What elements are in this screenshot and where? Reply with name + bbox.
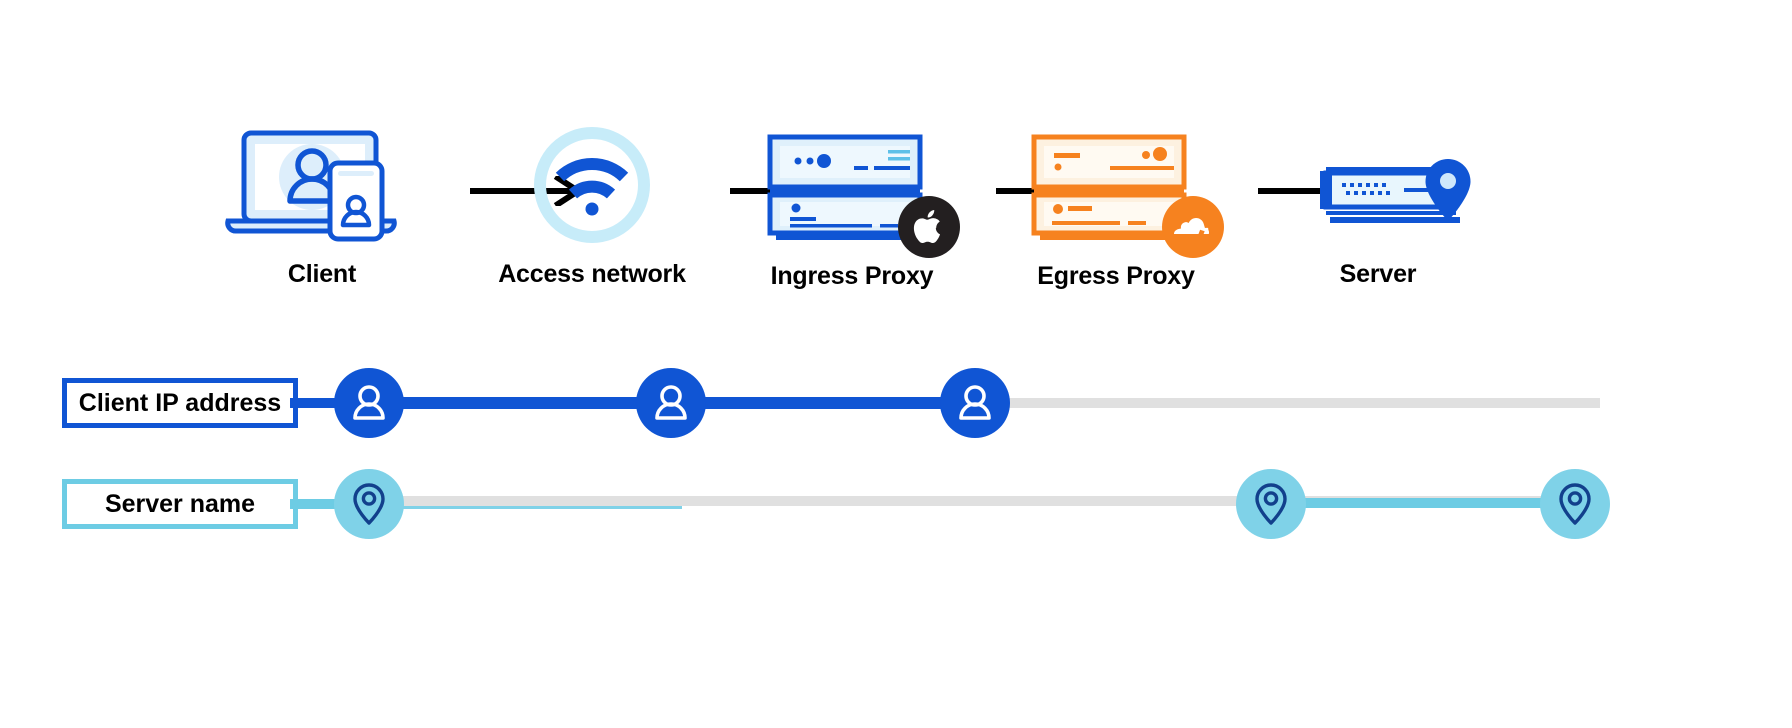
- user-icon: [655, 385, 687, 420]
- flow-node-label-client: Client: [287, 260, 357, 288]
- flow-node-access-network: Access network: [462, 110, 722, 289]
- cloudflare-logo-icon: [1174, 218, 1210, 234]
- flow-node-server: Server: [1248, 110, 1508, 289]
- client-icon-art: [192, 110, 452, 260]
- track-faint-segment-server-name: [352, 506, 682, 509]
- track-marker-server-name-at-client: [334, 469, 404, 539]
- track-marker-client-ip-at-client: [334, 368, 404, 438]
- flow-node-client: Client: [192, 110, 452, 289]
- flow-node-label-ingress-proxy: Ingress Proxy: [770, 262, 934, 290]
- flow-node-ingress-proxy: Ingress Proxy: [722, 110, 982, 291]
- track-inactive-segment-client-ip: [980, 398, 1600, 408]
- map-pin-icon: [353, 483, 385, 525]
- map-pin-icon: [1559, 483, 1591, 525]
- track-label-client-ip-address: Client IP address: [78, 388, 282, 417]
- laptop-phone-user-icon: [225, 130, 397, 242]
- user-icon: [353, 385, 385, 420]
- egress-proxy-icon-art: [986, 110, 1246, 260]
- track-marker-server-name-at-egress-proxy: [1236, 469, 1306, 539]
- cloudflare-logo-badge: [1162, 196, 1224, 258]
- track-marker-client-ip-at-access: [636, 368, 706, 438]
- track-active-segment-server-name: [1240, 498, 1575, 508]
- wifi-icon: [534, 127, 650, 243]
- track-connector-server-name: [290, 499, 350, 509]
- flow-node-egress-proxy: Egress Proxy: [986, 110, 1246, 291]
- flow-node-label-access-network: Access network: [498, 260, 686, 288]
- access-network-icon-art: [462, 110, 722, 260]
- server-stack-icon: [767, 134, 926, 240]
- apple-logo-badge: [898, 196, 960, 258]
- track-server-name: Server name: [0, 455, 1792, 555]
- flow-node-label-egress-proxy: Egress Proxy: [1037, 262, 1195, 290]
- track-connector-client-ip: [290, 398, 350, 408]
- flow-node-label-server: Server: [1339, 260, 1417, 288]
- apple-logo-icon: [913, 210, 941, 244]
- track-label-server-name: Server name: [104, 489, 256, 518]
- track-inactive-segment-server-name: [352, 496, 1600, 506]
- track-label-box-client-ip-address: Client IP address: [62, 378, 298, 428]
- track-client-ip-address: Client IP address: [0, 352, 1792, 452]
- track-marker-client-ip-at-ingress-proxy: [940, 368, 1010, 438]
- map-pin-icon: [1255, 483, 1287, 525]
- track-label-box-server-name: Server name: [62, 479, 298, 529]
- server-icon-art: [1248, 110, 1508, 260]
- user-icon: [959, 385, 991, 420]
- server-stack-icon: [1031, 134, 1190, 240]
- ingress-proxy-icon-art: [722, 110, 982, 260]
- track-marker-server-name-at-server: [1540, 469, 1610, 539]
- server-pin-icon: [1320, 159, 1471, 223]
